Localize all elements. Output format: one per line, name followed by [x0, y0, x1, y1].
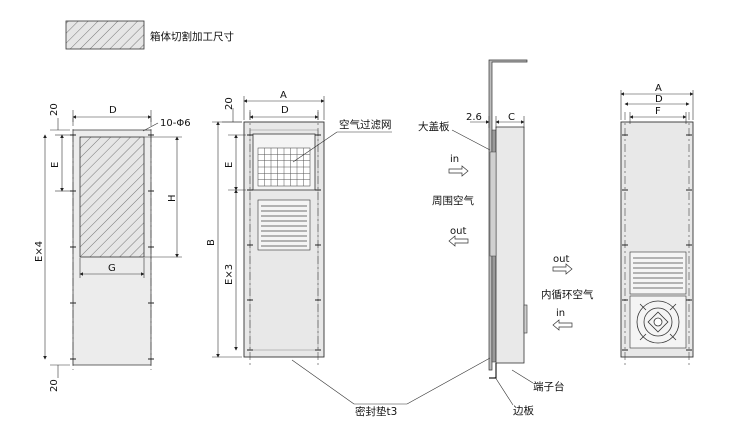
side-dim-thickness: 2.6: [466, 112, 482, 123]
side-flange-upper: [489, 151, 497, 257]
ambient-out-arrow: [448, 235, 469, 247]
ambient-in-arrow: [448, 165, 469, 177]
side-plate-shape: [489, 363, 497, 379]
internal-out-arrow: [552, 263, 573, 275]
rear-dim-d: D: [655, 94, 663, 105]
internal-in-label: in: [556, 308, 565, 319]
side-body: [495, 126, 525, 364]
front-louver-frame: [257, 199, 311, 251]
rear-hole-ticks: [622, 134, 692, 351]
terminal-block-shape: [523, 304, 528, 334]
rear-dim-f: F: [655, 106, 661, 117]
front-view: A D 20 E E×3 B 空气过滤网: [206, 90, 392, 368]
filter-callout: 空气过滤网: [339, 118, 392, 131]
internal-out-label: out: [553, 254, 569, 265]
cutout-dim-g: G: [108, 263, 116, 274]
front-dim-a: A: [280, 90, 287, 101]
cutout-dim-ex4: E×4: [34, 241, 45, 262]
rear-louver-slats: [633, 257, 683, 289]
side-dim-c: C: [508, 112, 515, 123]
front-louver-slats: [261, 205, 307, 247]
fan-icon: [636, 300, 680, 344]
gasket-callout: 密封垫t3: [355, 405, 397, 418]
side-view: 2.6 C 大盖板 in 周围空气 out out 内循环空气 in 端子台 边…: [418, 59, 594, 417]
side-plate-callout: 边板: [513, 404, 534, 417]
terminal-callout: 端子台: [533, 380, 565, 393]
cutout-dim-h: H: [167, 194, 178, 202]
cutout-dim-e: E: [50, 162, 61, 168]
rear-dim-a: A: [655, 83, 662, 94]
cutout-hatched-area: [79, 136, 145, 258]
cutout-hole-spec: 10-Φ6: [160, 118, 191, 129]
gasket-callout-group: 密封垫t3: [291, 357, 491, 418]
front-dim-b: B: [206, 239, 217, 246]
legend-label: 箱体切割加工尺寸: [150, 30, 234, 43]
front-dim-ex3: E×3: [224, 264, 235, 285]
internal-in-arrow: [552, 319, 573, 331]
ambient-out-label: out: [450, 226, 466, 237]
legend: 箱体切割加工尺寸: [65, 20, 234, 50]
internal-air-label: 内循环空气: [541, 288, 594, 301]
cutout-dim-20-bottom: 20: [49, 379, 60, 392]
cover-callout: 大盖板: [418, 120, 450, 133]
front-filter-grid: [258, 148, 310, 186]
front-dim-e: E: [224, 162, 235, 168]
rear-view: A D F: [620, 83, 694, 368]
ambient-air-label: 周围空气: [432, 194, 474, 207]
side-cover-plate: [488, 59, 528, 371]
front-dim-20: 20: [224, 97, 235, 110]
cutout-hole-ticks: [70, 134, 154, 360]
front-dim-d: D: [281, 105, 289, 116]
front-hole-ticks: [247, 134, 321, 351]
cutout-dim-20-top: 20: [49, 103, 60, 116]
cutout-view: D 10-Φ6 20 E E×4 20 H G: [34, 103, 191, 392]
cutout-dim-d: D: [109, 105, 117, 116]
ambient-in-label: in: [450, 154, 459, 165]
legend-hatch-swatch: [65, 20, 145, 50]
